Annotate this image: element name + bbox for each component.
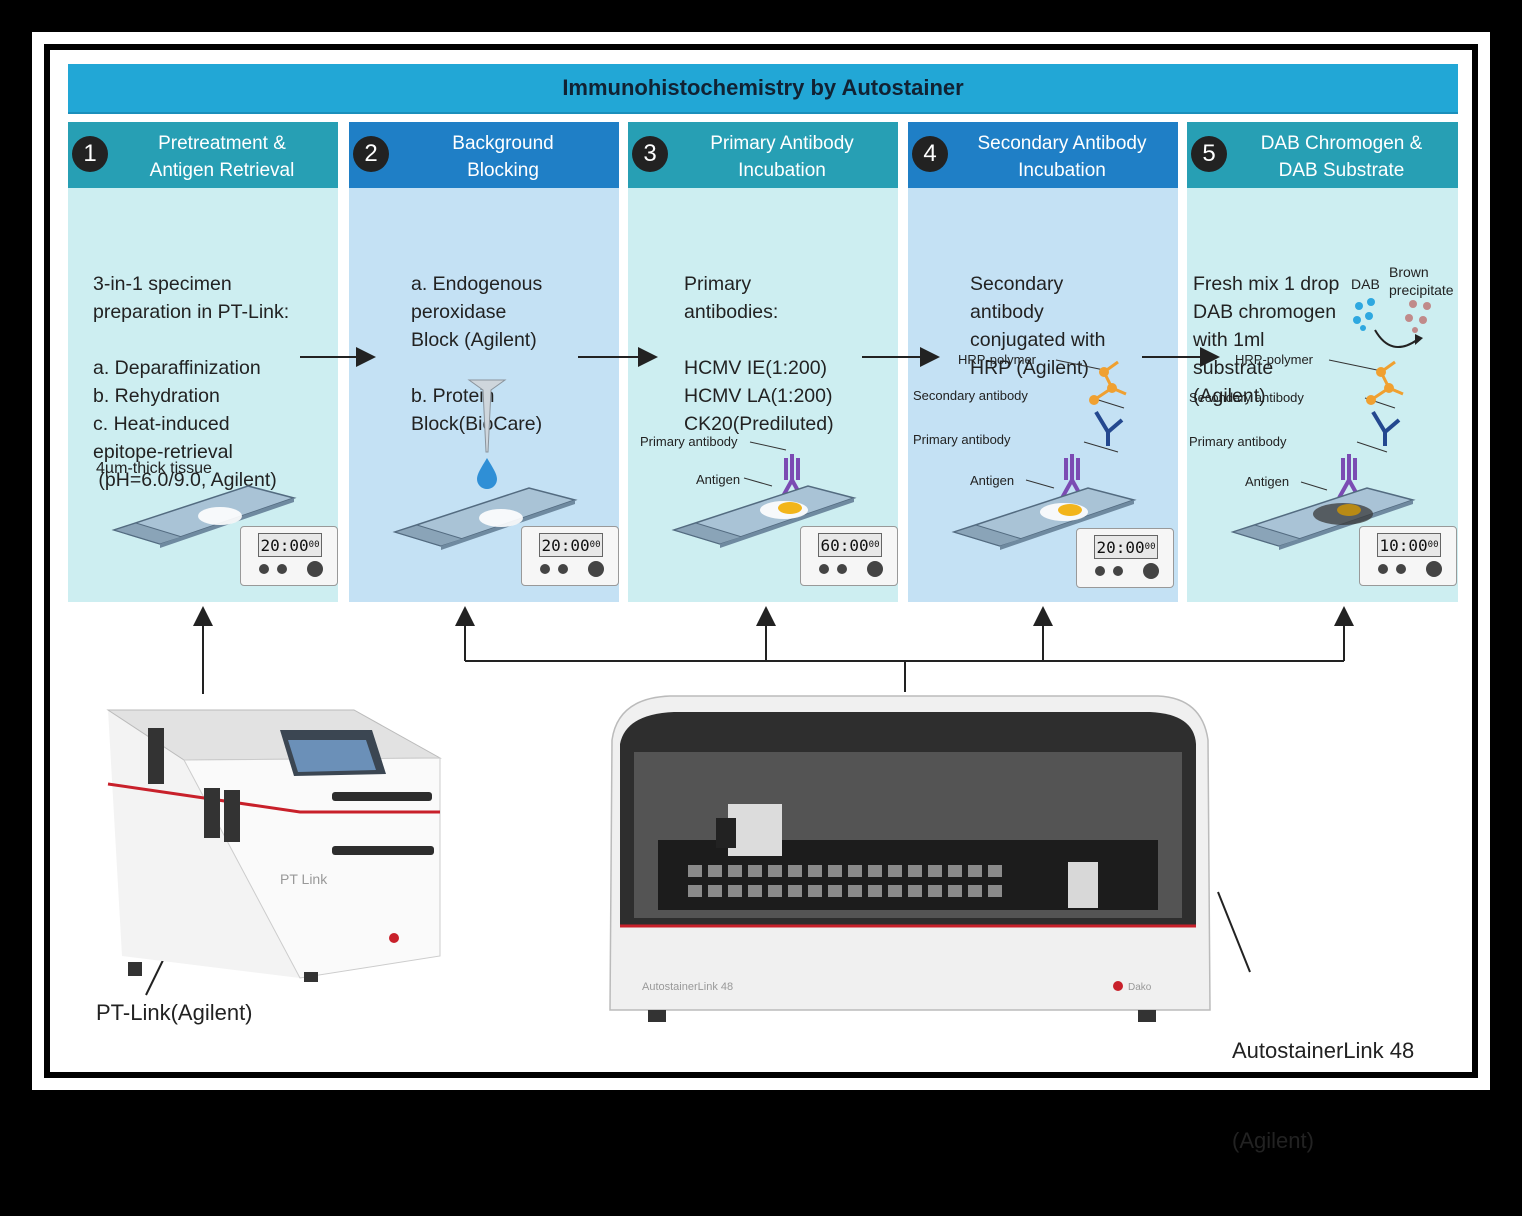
slide-icon bbox=[392, 487, 578, 550]
step-number-5: 5 bbox=[1191, 136, 1227, 172]
step-panel-5: 5 DAB Chromogen & DAB Substrate Fresh mi… bbox=[1187, 122, 1458, 602]
tissue-label: 4µm-thick tissue bbox=[96, 460, 212, 477]
label-antigen: Antigen bbox=[696, 472, 741, 487]
step-panel-4: 4 Secondary Antibody Incubation Secondar… bbox=[908, 122, 1178, 602]
pt-link-instrument: PT Link bbox=[106, 709, 442, 982]
label-primary-antibody: Primary antibody bbox=[640, 434, 738, 449]
antibody-complex-icon bbox=[951, 359, 1137, 550]
diagram-canvas: Immunohistochemistry by Autostainer 1 Pr… bbox=[50, 50, 1472, 1153]
step-number-2: 2 bbox=[353, 136, 389, 172]
step-header-2: 2 Background Blocking bbox=[349, 122, 619, 188]
autostainer-brand: Dako bbox=[1128, 982, 1152, 993]
flow-arrows bbox=[145, 347, 1354, 996]
step-title-3: Primary Antibody Incubation bbox=[710, 133, 854, 181]
autostainer-label: AutostainerLink 48 (Agilent) bbox=[1232, 1038, 1415, 1153]
step-title-1: Pretreatment & Antigen Retrieval bbox=[149, 133, 295, 181]
dab-reaction-icon bbox=[1353, 298, 1431, 349]
step-header-1: 1 Pretreatment & Antigen Retrieval bbox=[68, 122, 338, 188]
pt-link-label: PT-Link(Agilent) bbox=[96, 1000, 253, 1025]
step-number-4: 4 bbox=[912, 136, 948, 172]
step-header-3: 3 Primary Antibody Incubation bbox=[628, 122, 898, 188]
label-brown: Brown bbox=[1389, 264, 1429, 280]
leader-autostainer bbox=[1217, 891, 1251, 973]
label-hrp-polymer: HRP-polymer bbox=[958, 352, 1037, 367]
step-title-2: Background Blocking bbox=[452, 133, 554, 181]
slide-icon bbox=[111, 485, 297, 548]
label-antigen: Antigen bbox=[970, 473, 1015, 488]
step-number-1: 1 bbox=[72, 136, 108, 172]
label-secondary-antibody: Secondary antibody bbox=[1189, 390, 1304, 405]
pt-link-body-text: PT Link bbox=[280, 871, 328, 887]
label-secondary-antibody: Secondary antibody bbox=[913, 388, 1028, 403]
step-header-4: 4 Secondary Antibody Incubation bbox=[908, 122, 1178, 188]
title-bar: Immunohistochemistry by Autostainer bbox=[68, 64, 1458, 114]
autostainer-body-text: AutostainerLink 48 bbox=[642, 981, 733, 993]
antibody-complex-icon bbox=[1230, 359, 1416, 550]
step-panel-1: 1 Pretreatment & Antigen Retrieval 3-in-… bbox=[68, 122, 338, 602]
diagram-title: Immunohistochemistry by Autostainer bbox=[562, 75, 964, 100]
label-antigen: Antigen bbox=[1245, 474, 1290, 489]
antibody-binding-icon bbox=[671, 441, 857, 548]
step-header-5: 5 DAB Chromogen & DAB Substrate bbox=[1187, 122, 1458, 188]
label-hrp-polymer: HRP-polymer bbox=[1235, 352, 1314, 367]
dropper-icon bbox=[467, 379, 507, 489]
step-title-5: DAB Chromogen & DAB Substrate bbox=[1260, 133, 1423, 181]
step-title-4: Secondary Antibody Incubation bbox=[977, 133, 1147, 181]
label-dab: DAB bbox=[1351, 276, 1380, 292]
step-number-3: 3 bbox=[632, 136, 668, 172]
label-primary-antibody: Primary antibody bbox=[913, 432, 1011, 447]
autostainer-instrument: AutostainerLink 48 Dako bbox=[609, 695, 1211, 1022]
label-primary-antibody: Primary antibody bbox=[1189, 434, 1287, 449]
label-precipitate: precipitate bbox=[1389, 282, 1454, 298]
